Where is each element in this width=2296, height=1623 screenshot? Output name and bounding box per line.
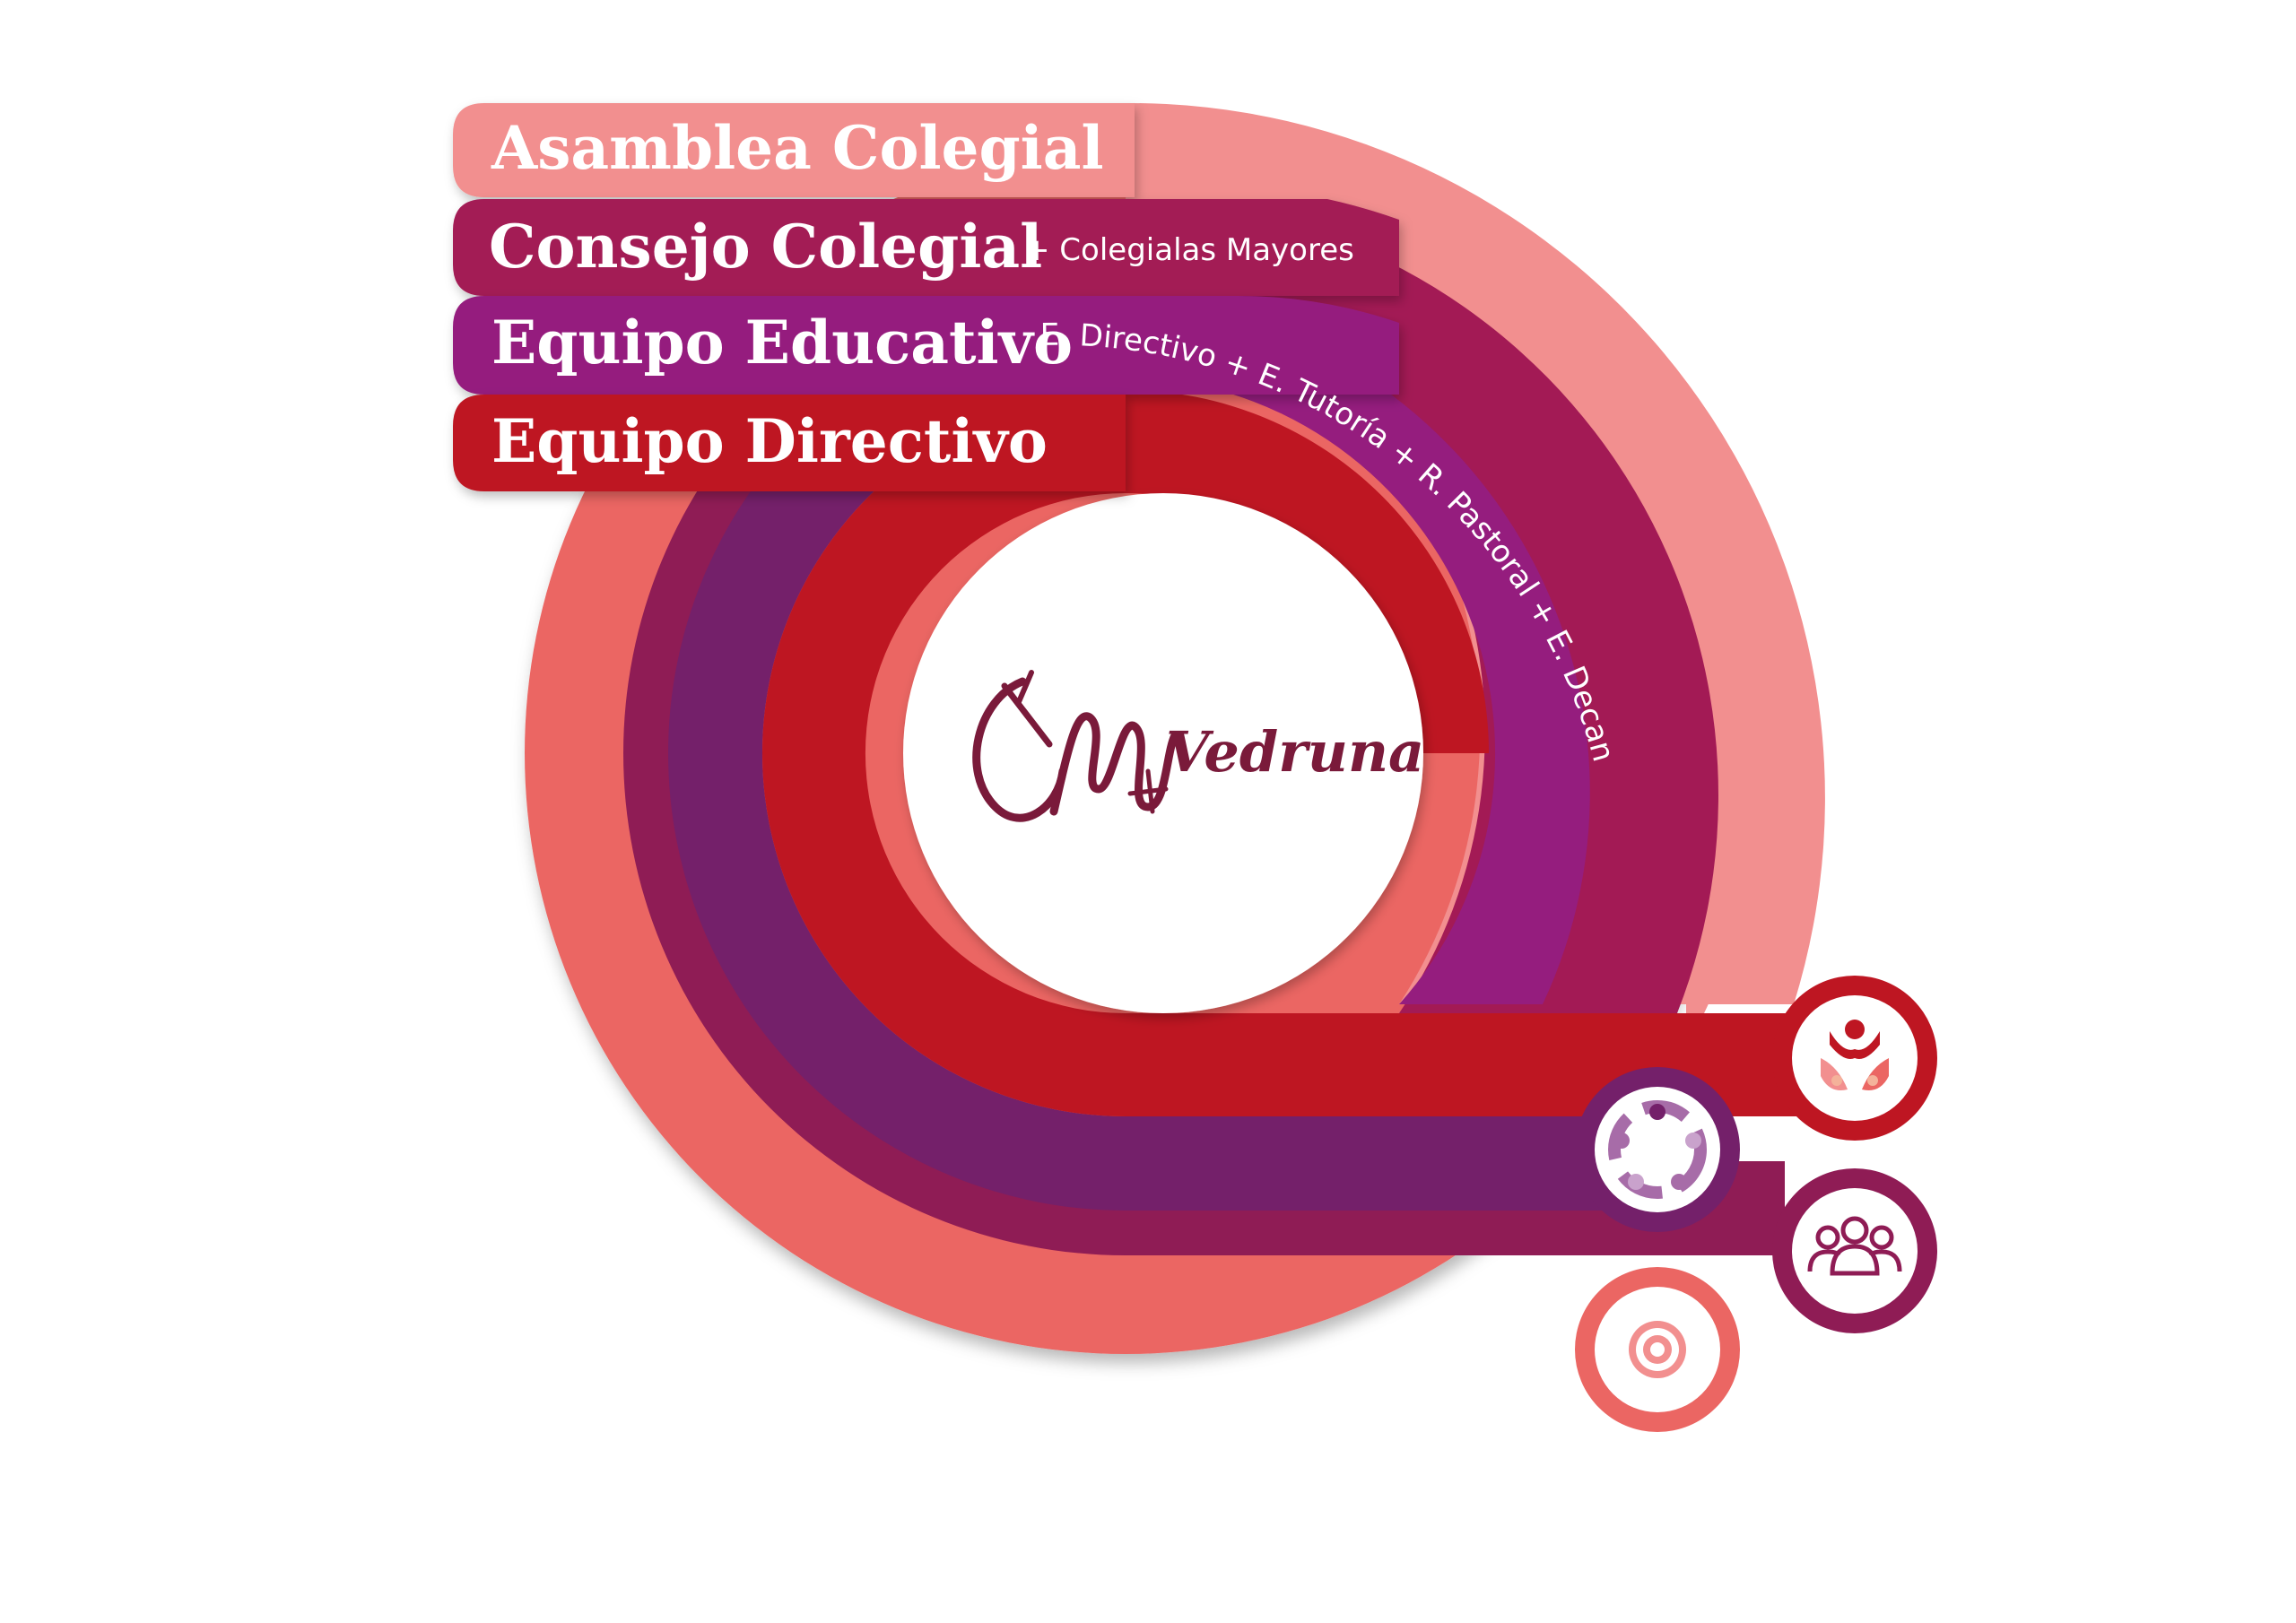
community-flower-icon [1772,976,1937,1141]
ring-3 [668,296,1623,1211]
tab-educativo: Equipo Educativo [453,296,1399,395]
vedruna-logo: Vedruna [972,670,1424,822]
people-icon [1772,1168,1937,1333]
tab-consejo-title: Consejo Colegial [489,212,1042,282]
logo-circle [903,493,1423,1013]
tab-directivo: Equipo Directivo [453,395,1126,491]
tab-asamblea-title: Asamblea Colegial [491,113,1104,183]
logo-text: Vedruna [1166,719,1424,785]
tab-consejo-extra: + Colegialas Mayores [1024,232,1354,268]
tab-directivo-title: Equipo Directivo [491,406,1048,476]
tab-consejo: Consejo Colegial + Colegialas Mayores [453,199,1399,296]
group-circle-icon [1575,1067,1740,1232]
tab-educativo-title: Equipo Educativo [491,308,1073,378]
educativo-band [1126,296,1590,1004]
target-icon [1575,1267,1740,1432]
tab-asamblea: Asamblea Colegial [453,103,1135,197]
